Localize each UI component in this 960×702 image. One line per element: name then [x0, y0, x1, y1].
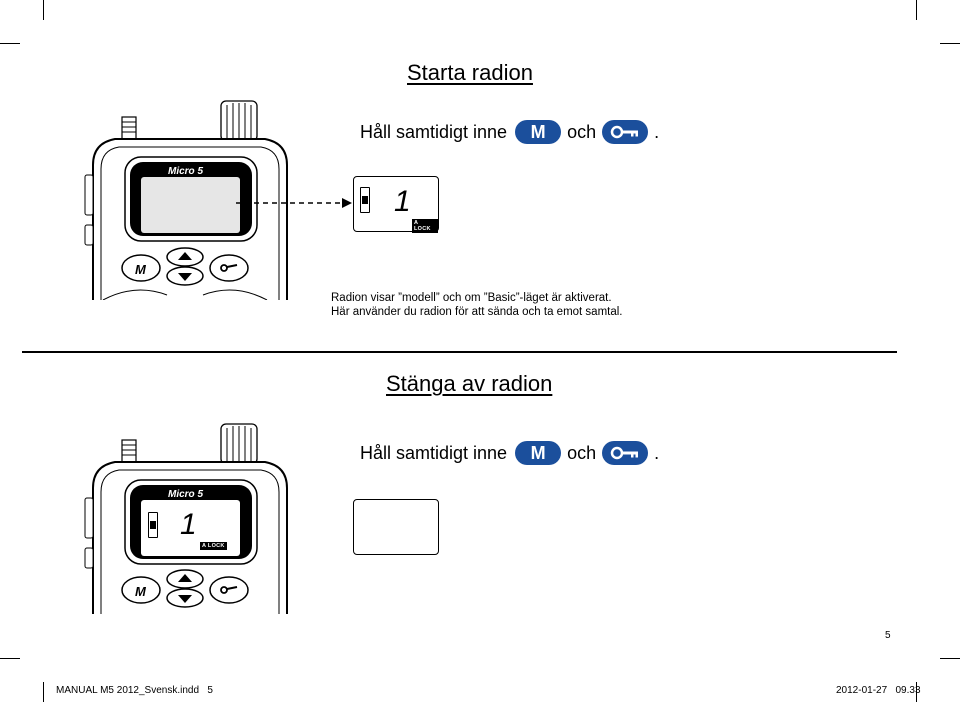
footer-file: MANUAL M5 2012_Svensk.indd 5 [56, 685, 213, 696]
display-stop-blank [353, 499, 439, 555]
radio-model-label: Micro 5 [168, 489, 204, 500]
radio-illustration-start: M [84, 100, 288, 300]
key-icon [610, 125, 639, 139]
dashed-arrow [236, 198, 352, 208]
instruction-text: Håll samtidigt inne [360, 442, 508, 463]
battery-icon [360, 187, 370, 213]
caption-line: Radion visar ”modell” och om ”Basic”-läg… [331, 292, 612, 304]
caption: Radion visar ”modell” och om ”Basic”-läg… [331, 291, 623, 319]
lock-prefix: A [414, 220, 419, 226]
crop-mark [43, 682, 44, 702]
lock-prefix: A [202, 543, 207, 549]
lock-indicator: A LOCK [200, 542, 227, 550]
battery-icon [148, 512, 158, 538]
m-button-icon: M [515, 441, 562, 465]
svg-text:M: M [135, 584, 147, 599]
caption-line: Här använder du radion för att sända och… [331, 306, 623, 318]
key-button-icon [602, 441, 649, 465]
instruction-conjunction: och [567, 442, 597, 463]
svg-text:M: M [135, 262, 147, 277]
crop-mark [940, 43, 960, 44]
lock-indicator: A LOCK [412, 219, 438, 233]
instruction-conjunction: och [567, 121, 597, 142]
crop-mark [916, 0, 917, 20]
channel-number: 1 [180, 508, 197, 541]
instruction-start: Håll samtidigt inne M och . [360, 120, 659, 144]
instruction-text: Håll samtidigt inne [360, 121, 508, 142]
page-number: 5 [885, 630, 891, 641]
key-icon [610, 446, 639, 460]
instruction-period: . [654, 442, 660, 463]
divider [22, 351, 897, 353]
radio-illustration-stop: M [84, 423, 288, 614]
radio-model-label: Micro 5 [168, 166, 204, 177]
lock-label: LOCK [414, 226, 431, 232]
instruction-stop: Håll samtidigt inne M och . [360, 441, 659, 465]
key-button-icon [602, 120, 649, 144]
crop-mark [0, 658, 20, 659]
instruction-period: . [654, 121, 660, 142]
lock-label: LOCK [207, 543, 225, 549]
footer-date: 2012-01-27 09.33 [836, 685, 921, 696]
section-title-start: Starta radion [407, 60, 533, 85]
channel-number: 1 [394, 185, 411, 218]
display-start: 1 A LOCK [353, 176, 439, 233]
m-button-icon: M [515, 120, 562, 144]
section-title-stop: Stänga av radion [386, 371, 553, 396]
crop-mark [0, 43, 20, 44]
crop-mark [940, 658, 960, 659]
crop-mark [43, 0, 44, 20]
crop-mark [916, 682, 917, 702]
